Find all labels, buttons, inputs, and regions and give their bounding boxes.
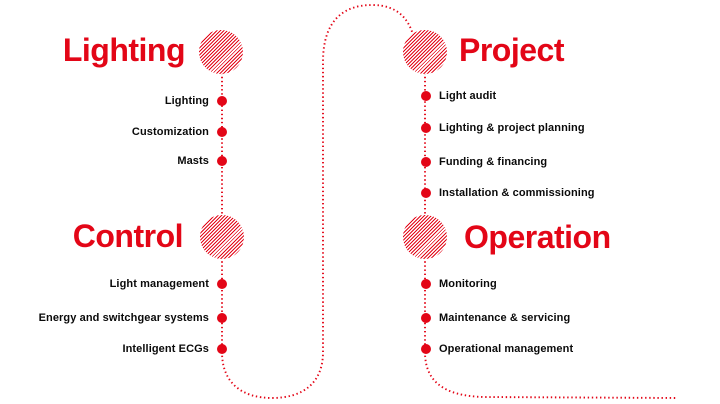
item-label: Energy and switchgear systems (38, 311, 209, 324)
bullet-dot (421, 123, 431, 133)
item-label: Operational management (439, 342, 574, 355)
item-label: Lighting (164, 94, 209, 107)
list-item-control-0: Light management (110, 276, 227, 292)
bullet-dot (217, 313, 227, 323)
node-circle-project (403, 30, 447, 74)
section-title-operation: Operation (464, 219, 611, 255)
bullet-dot (217, 127, 227, 137)
list-item-lighting-1: Customization (132, 124, 227, 140)
item-label: Customization (131, 125, 209, 138)
section-title-control: Control (72, 218, 184, 254)
list-item-project-0: Light audit (421, 88, 496, 104)
bullet-dot (421, 344, 431, 354)
item-label: Light audit (439, 89, 497, 102)
item-label: Masts (177, 154, 209, 167)
item-label: Lighting & project planning (439, 121, 585, 134)
item-label: Funding & financing (439, 155, 548, 168)
item-label: Intelligent ECGs (122, 342, 209, 355)
list-item-project-2: Funding & financing (421, 154, 547, 170)
loop-connector-left (221, 4, 415, 399)
list-item-lighting-2: Masts (177, 153, 227, 169)
list-item-operation-0: Monitoring (421, 276, 497, 292)
node-circle-control (200, 215, 244, 259)
node-circle-operation (403, 215, 447, 259)
bullet-dot (217, 344, 227, 354)
bullet-dot (421, 279, 431, 289)
bullet-dot (217, 156, 227, 166)
bullet-dot (421, 313, 431, 323)
node-circle-lighting (199, 30, 243, 74)
list-item-project-3: Installation & commissioning (421, 185, 595, 201)
list-item-control-2: Intelligent ECGs (122, 341, 227, 357)
list-item-lighting-0: Lighting (165, 93, 227, 109)
loop-connector-right (424, 44, 677, 399)
list-item-operation-1: Maintenance & servicing (421, 310, 570, 326)
bullet-dot (421, 91, 431, 101)
item-label: Maintenance & servicing (439, 311, 571, 324)
item-label: Installation & commissioning (439, 186, 595, 199)
list-item-operation-2: Operational management (421, 341, 573, 357)
section-title-project: Project (459, 32, 564, 68)
bullet-dot (421, 188, 431, 198)
bullet-dot (217, 279, 227, 289)
list-item-project-1: Lighting & project planning (421, 120, 585, 136)
item-label: Light management (109, 277, 209, 290)
bullet-dot (421, 157, 431, 167)
bullet-dot (217, 96, 227, 106)
section-title-lighting: Lighting (62, 32, 186, 68)
item-label: Monitoring (439, 277, 497, 290)
list-item-control-1: Energy and switchgear systems (39, 310, 227, 326)
